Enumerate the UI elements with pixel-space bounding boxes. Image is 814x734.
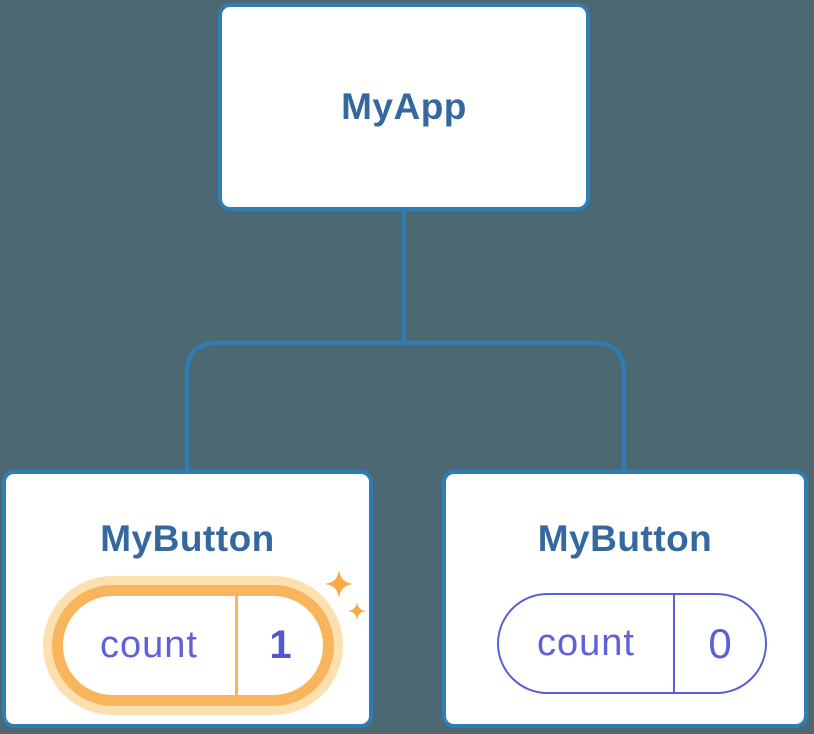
node-title: MyApp [341,86,467,127]
tree-node-mybutton-left: MyButton count 1 [2,470,373,728]
state-value: 1 [269,623,292,667]
tree-node-mybutton-right: MyButton count 0 [442,470,808,728]
node-title: MyButton [537,518,713,559]
tree-node-myapp: MyApp [218,3,590,211]
pill-divider [673,595,675,692]
state-key-label: count [100,624,198,666]
state-pill-highlighted: count 1 [52,585,334,706]
sparkle-small-icon [348,602,366,620]
state-key-label: count [537,622,635,664]
state-pill-plain: count 0 [497,593,767,694]
state-value: 0 [708,619,732,667]
node-title: MyButton [100,518,275,559]
sparkle-large-icon [325,570,353,598]
pill-divider [235,596,238,695]
connector-bracket [185,341,626,472]
